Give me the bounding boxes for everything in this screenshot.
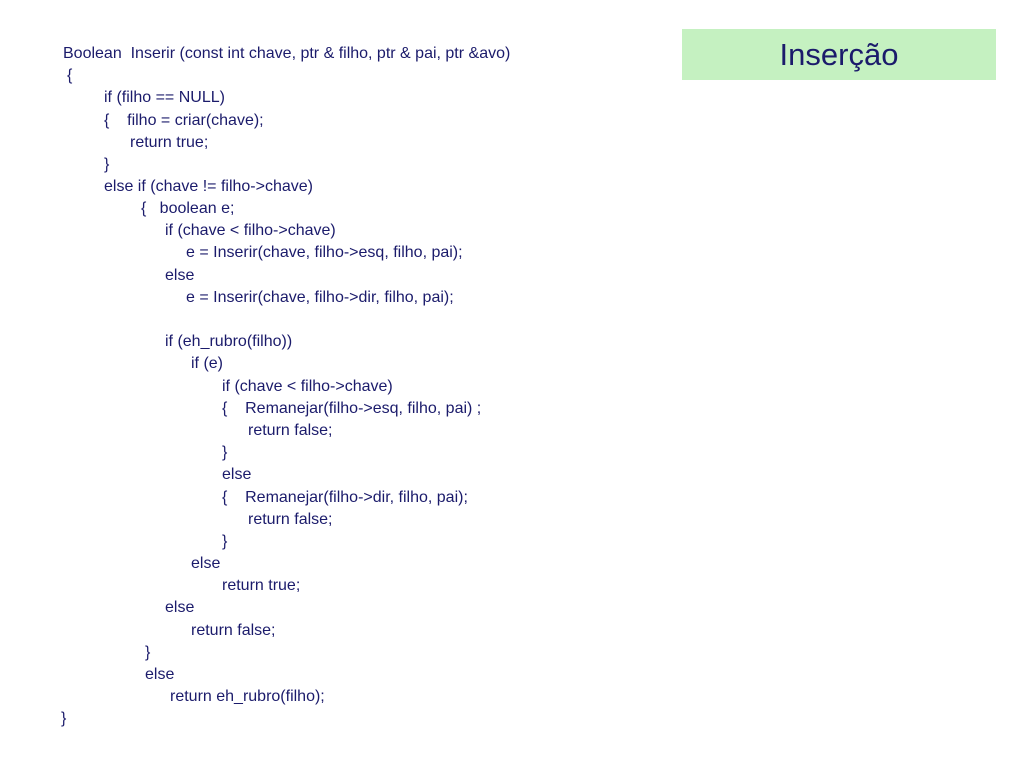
code-line: return true; bbox=[222, 577, 301, 594]
code-line: if (eh_rubro(filho)) bbox=[165, 333, 293, 350]
slide-title: Inserção bbox=[779, 37, 899, 72]
slide-title-box: Inserção bbox=[682, 29, 996, 80]
code-line: else bbox=[145, 666, 175, 683]
code-line: if (e) bbox=[191, 355, 223, 372]
code-line: if (chave < filho->chave) bbox=[165, 222, 336, 239]
code-line: if (chave < filho->chave) bbox=[222, 378, 393, 395]
code-line: else bbox=[191, 555, 221, 572]
code-line: { bbox=[67, 67, 73, 84]
code-line: return true; bbox=[130, 134, 209, 151]
code-line: else bbox=[222, 466, 252, 483]
code-line: } bbox=[222, 444, 228, 461]
code-line: return eh_rubro(filho); bbox=[170, 688, 325, 705]
code-line: Boolean Inserir (const int chave, ptr & … bbox=[63, 45, 511, 62]
code-line: e = Inserir(chave, filho->dir, filho, pa… bbox=[186, 289, 454, 306]
code-line: else if (chave != filho->chave) bbox=[104, 178, 313, 195]
code-line: { boolean e; bbox=[141, 200, 235, 217]
code-line: { Remanejar(filho->dir, filho, pai); bbox=[222, 489, 468, 506]
code-line: return false; bbox=[191, 622, 276, 639]
code-line: else bbox=[165, 267, 195, 284]
code-line: { filho = criar(chave); bbox=[104, 112, 264, 129]
code-line: e = Inserir(chave, filho->esq, filho, pa… bbox=[186, 244, 463, 261]
code-line: } bbox=[61, 710, 67, 727]
code-line: else bbox=[165, 599, 195, 616]
code-line: } bbox=[222, 533, 228, 550]
code-line: } bbox=[145, 644, 151, 661]
code-line: return false; bbox=[248, 511, 333, 528]
code-line: { Remanejar(filho->esq, filho, pai) ; bbox=[222, 400, 482, 417]
code-block: Boolean Inserir (const int chave, ptr & … bbox=[61, 45, 511, 727]
code-line: return false; bbox=[248, 422, 333, 439]
code-line: if (filho == NULL) bbox=[104, 89, 225, 106]
code-line: } bbox=[104, 156, 110, 173]
